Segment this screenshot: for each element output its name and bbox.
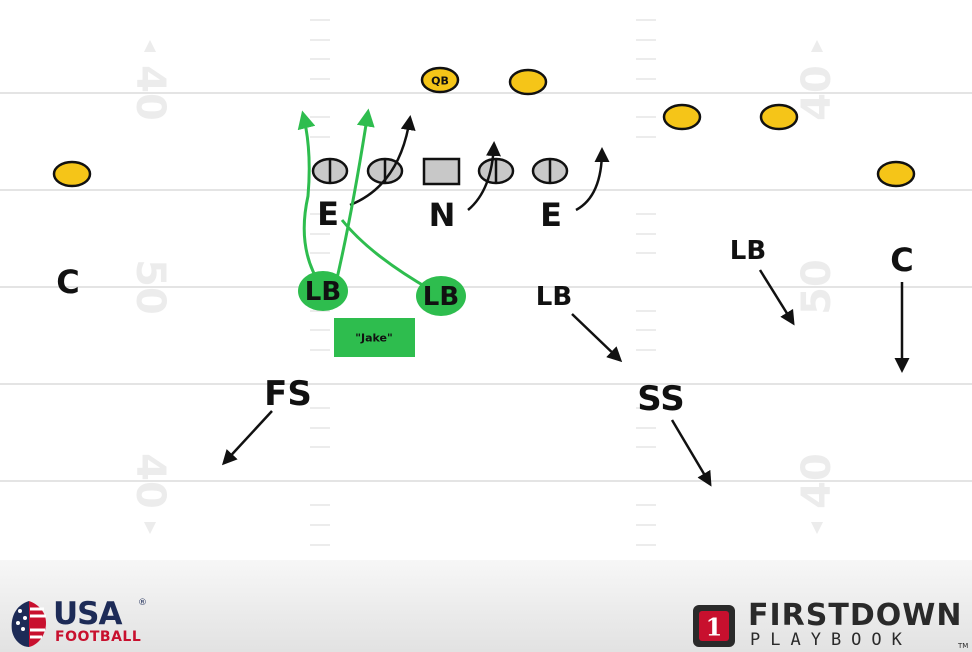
linebacker-blitz-arrow [297, 110, 324, 288]
trademark-mark: TM [958, 642, 969, 650]
firstdown-badge-number: 1 [706, 613, 723, 642]
yard-number: 40 [794, 65, 840, 121]
yard-number: 40 [127, 453, 173, 509]
linebacker-drop-arrow [571, 313, 623, 363]
yard-number: 40 [127, 65, 173, 121]
playbook-logo-text: PLAYBOOK [750, 630, 912, 650]
corner-left-label: C [56, 263, 79, 301]
qb-label: QB [431, 75, 449, 88]
footer-bar [0, 560, 972, 652]
nose-rush-arrow [467, 141, 501, 211]
corner-right-label: C [890, 241, 913, 279]
nose-label: N [429, 196, 456, 234]
usa-football-logo: USA ® FOOTBALL [8, 596, 158, 652]
offense-receiver [759, 103, 799, 131]
offense-receiver [52, 160, 92, 188]
strong-safety-label: SS [637, 379, 684, 419]
yard-arrow [144, 40, 156, 52]
end-right-rush-arrow [575, 147, 610, 212]
yard-number: 50 [794, 259, 840, 315]
firstdown-logo-text: FIRSTDOWN [748, 598, 963, 633]
linebacker-blitz-arrow [333, 108, 375, 288]
usa-logo-subtext: FOOTBALL [55, 629, 142, 645]
offense-center [422, 157, 461, 186]
linebacker-highlight [416, 276, 466, 316]
firstdown-playbook-logo: 1 FIRSTDOWN PLAYBOOK TM [692, 598, 972, 652]
firstdown-badge-icon: 1 [693, 605, 735, 647]
end-left-label: E [317, 195, 339, 233]
free-safety-label: FS [264, 374, 312, 414]
yard-number: 50 [127, 259, 173, 315]
yard-arrow [811, 40, 823, 52]
flag-icon [11, 601, 46, 647]
offense-quarterback [420, 66, 460, 94]
yard-number: 40 [794, 453, 840, 509]
usa-logo-text: USA [53, 596, 122, 632]
linebacker-label: LB [305, 277, 341, 307]
linebacker-cross-path [340, 219, 432, 292]
linebacker-right-label: LB [730, 236, 766, 266]
end-right-label: E [540, 196, 562, 234]
jake-callout-label: "Jake" [355, 332, 392, 345]
offense-receiver [662, 103, 702, 131]
hash-marks [310, 19, 656, 546]
yard-arrow [144, 522, 156, 534]
offense-receiver [876, 160, 916, 188]
yard-arrow [811, 522, 823, 534]
linebacker-center-label: LB [536, 282, 572, 312]
registered-mark: ® [138, 598, 147, 608]
linebacker-label: LB [423, 282, 459, 312]
linebacker-drop-arrow [758, 269, 795, 326]
free-safety-drop-arrow [221, 410, 273, 466]
jake-callout [334, 318, 415, 357]
strong-safety-drop-arrow [670, 419, 712, 487]
linebacker-highlight [298, 271, 348, 311]
offense-running-back [508, 68, 548, 96]
end-left-rush-arrow [349, 115, 416, 207]
